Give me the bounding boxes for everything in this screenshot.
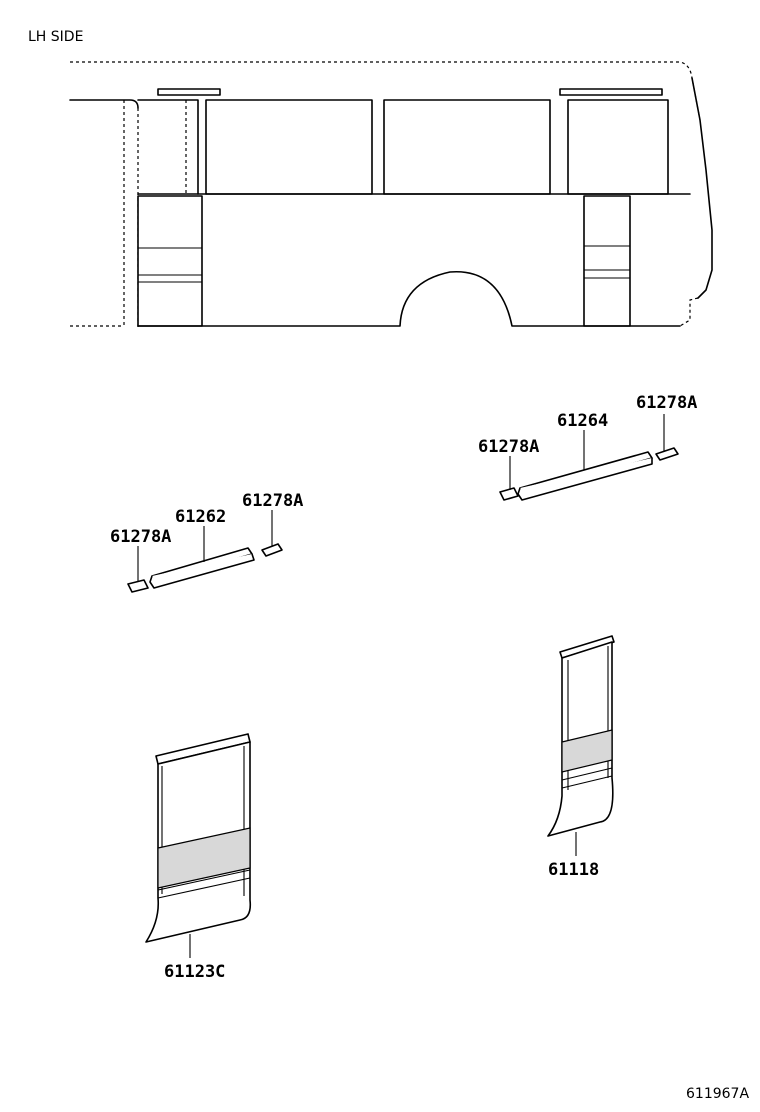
bus-side-outline: [69, 61, 713, 330]
view-label: LH SIDE: [28, 29, 83, 45]
clip-rear-left: 61278A: [478, 437, 539, 501]
clip-front-right: 61278A: [242, 491, 303, 557]
clip-front-left: 61278A: [110, 527, 171, 593]
callout-61278a-rear-right: 61278A: [636, 393, 697, 413]
panel-61118: 61118: [547, 635, 615, 880]
callout-61118: 61118: [548, 860, 599, 880]
diagram-id: 611967A: [686, 1086, 749, 1102]
panel-61123c: 61123C: [145, 733, 252, 982]
callout-61123c: 61123C: [164, 962, 225, 982]
callout-61278a-front-right: 61278A: [242, 491, 303, 511]
callout-61264: 61264: [557, 411, 608, 431]
clip-rear-right: 61278A: [636, 393, 697, 461]
callout-61278a-front-left: 61278A: [110, 527, 171, 547]
callout-61278a-rear-left: 61278A: [478, 437, 539, 457]
rail-61264: 61264: [517, 411, 653, 501]
rail-61262: 61262: [149, 507, 255, 589]
callout-61262: 61262: [175, 507, 226, 527]
